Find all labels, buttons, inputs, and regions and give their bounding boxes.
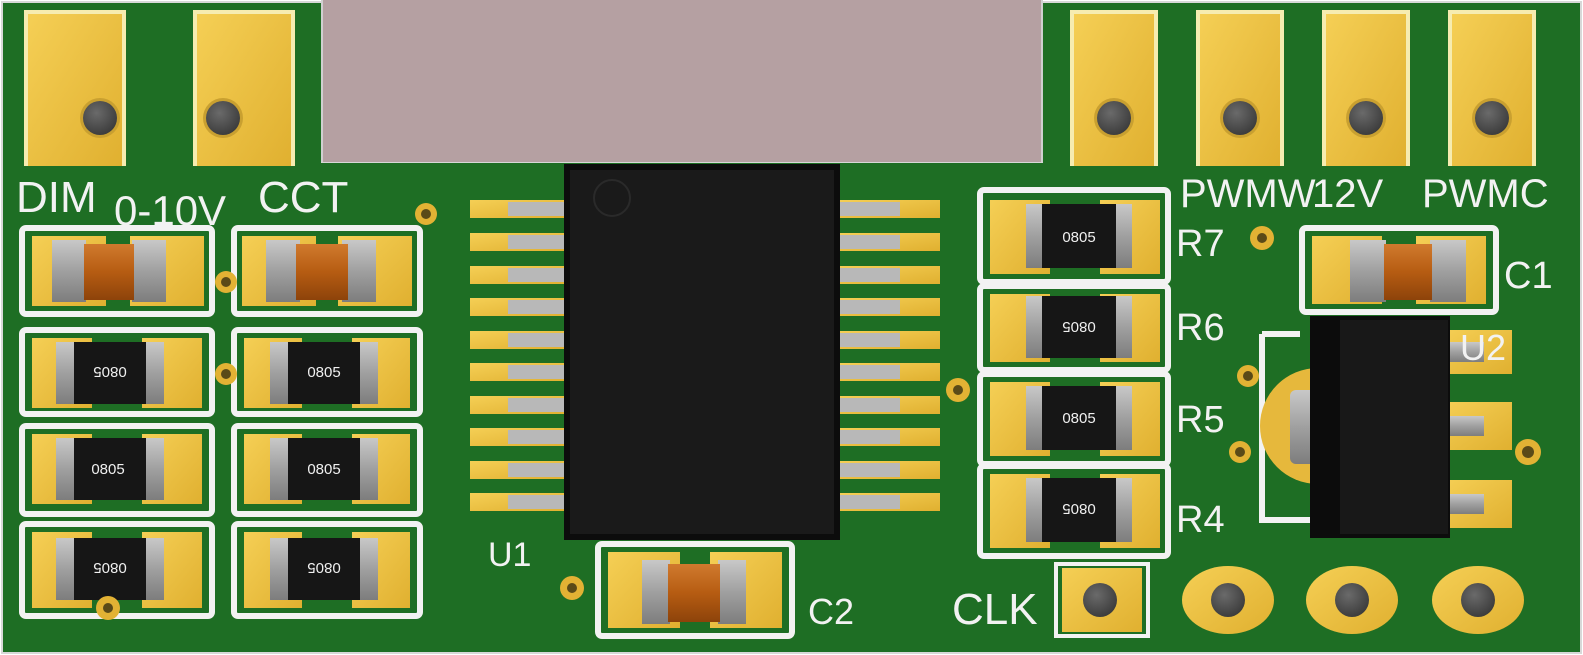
- designator-r7: R7: [1176, 223, 1225, 265]
- board-cutout: [322, 0, 1042, 162]
- capacitor-c2: [595, 541, 795, 639]
- ic-u1: [470, 164, 940, 540]
- resistor-marking: 0805: [93, 363, 126, 380]
- designator-r6: R6: [1176, 307, 1225, 349]
- resistor-marking: 0805: [91, 461, 124, 478]
- designator-r5: R5: [1176, 399, 1225, 441]
- designator-u2: U2: [1460, 327, 1506, 368]
- resistor-marking: 0805: [1062, 500, 1095, 517]
- connector-output-pads: [1070, 10, 1536, 166]
- label-12v: 12V: [1312, 172, 1383, 216]
- resistor-marking: 0805: [307, 559, 340, 576]
- label-clk: CLK: [952, 585, 1038, 634]
- resistor-marking: 0805: [307, 364, 340, 381]
- pin1-marker-icon: [593, 179, 631, 217]
- designator-r4: R4: [1176, 499, 1225, 541]
- label-dim: DIM: [16, 173, 97, 222]
- drill-hole-icon: [206, 101, 240, 135]
- resistor-marking: 0805: [1062, 318, 1095, 335]
- designator-c2: C2: [808, 591, 854, 632]
- resistor-marking: 0805: [93, 559, 126, 576]
- label-pwmc: PWMC: [1422, 172, 1549, 216]
- ic-u1-leads: [508, 202, 900, 509]
- resistor-marking: 0805: [1062, 410, 1095, 427]
- left-component-outlines: [19, 225, 423, 619]
- designator-c1: C1: [1504, 255, 1553, 297]
- capacitor-c1: [1299, 225, 1499, 315]
- left-column-parts: 0805 0805 0805 0805 0805 0805: [32, 236, 412, 608]
- bottom-connector: [1054, 562, 1524, 638]
- regulator-u2: [1259, 316, 1512, 538]
- resistor-column-r4-r7: 0805 0805 0805 0805: [977, 187, 1171, 559]
- drill-hole-icon: [83, 101, 117, 135]
- vias: [96, 203, 1541, 620]
- label-pwmw: PWMW: [1180, 172, 1316, 216]
- designator-u1: U1: [488, 536, 531, 574]
- connector-dim-pads: [24, 10, 295, 166]
- resistor-marking: 0805: [307, 461, 340, 478]
- label-cct: CCT: [258, 173, 348, 222]
- resistor-marking: 0805: [1062, 229, 1095, 246]
